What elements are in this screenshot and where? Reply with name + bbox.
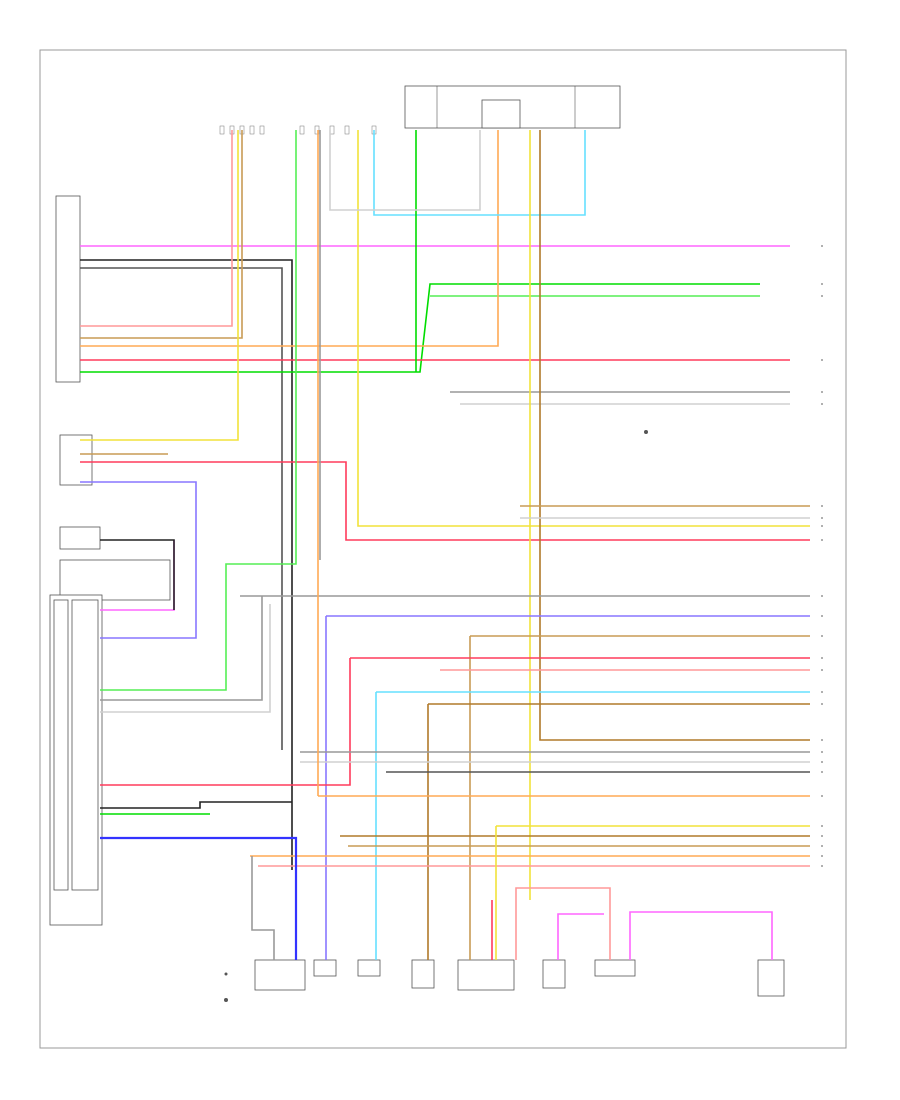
terminal-dot xyxy=(821,595,823,597)
terminal-dot xyxy=(821,359,823,361)
terminal-dot xyxy=(821,761,823,763)
bottom-seat-belt-pretensioner xyxy=(542,959,566,989)
wire-pink-bottom xyxy=(557,913,604,960)
terminal-dot xyxy=(821,825,823,827)
wire-white-harness xyxy=(100,604,271,713)
diagram-frame xyxy=(39,49,847,1049)
wire-green-long xyxy=(80,283,760,373)
wire-tan-1 xyxy=(80,130,243,339)
wire-dark-top xyxy=(80,267,283,750)
wires xyxy=(80,130,810,960)
terminal-dot xyxy=(821,391,823,393)
terminal-dot xyxy=(821,245,823,247)
wire-black-top xyxy=(80,259,293,870)
wire-black-harness xyxy=(100,801,292,809)
wire-brown-vert xyxy=(539,130,810,741)
seat-position-sensor xyxy=(59,526,101,550)
terminal-dot xyxy=(821,657,823,659)
wire-salmon-1 xyxy=(80,130,233,327)
wire-dark-harness xyxy=(100,539,175,610)
terminal-dot xyxy=(821,865,823,867)
terminal-dot xyxy=(821,539,823,541)
top-left-pins xyxy=(219,125,377,135)
wire-blue-harness xyxy=(100,836,298,960)
combination-meter xyxy=(55,195,81,383)
terminal-dot xyxy=(821,845,823,847)
terminal-dot xyxy=(821,691,823,693)
bottom-lh-front-sensor xyxy=(357,959,381,977)
terminal-ticks xyxy=(821,245,823,867)
terminal-dot xyxy=(821,283,823,285)
wire-salmon-bottom xyxy=(515,887,611,960)
bottom-curtain-sensor xyxy=(594,959,636,977)
wire-yellow-top xyxy=(357,130,810,527)
bottom-rh-side-sensor xyxy=(411,959,435,989)
terminal-dot xyxy=(821,525,823,527)
terminal-dot xyxy=(821,295,823,297)
airbag-sensor-assembly xyxy=(49,594,103,926)
terminal-dot xyxy=(821,739,823,741)
occupant-classification-ecu xyxy=(59,434,93,486)
terminal-dot xyxy=(821,855,823,857)
terminal-dot xyxy=(821,615,823,617)
wire-gray-v2 xyxy=(329,130,481,211)
terminal-dot xyxy=(821,403,823,405)
bottom-junction xyxy=(457,959,515,991)
left-indicator xyxy=(224,430,648,1002)
wire-red-occupant xyxy=(80,461,810,541)
steering-angle-sensor xyxy=(59,559,171,601)
terminal-dot xyxy=(821,835,823,837)
bottom-rh-front-sensor xyxy=(313,959,337,977)
terminal-dot xyxy=(821,505,823,507)
wire-green-harness xyxy=(100,130,297,691)
wire-light-blue-top xyxy=(373,130,586,216)
wire-orange-1 xyxy=(80,130,499,347)
terminal-dot xyxy=(821,751,823,753)
wire-pink-bottom-2 xyxy=(629,911,773,960)
terminal-dot xyxy=(821,771,823,773)
terminal-dot xyxy=(821,795,823,797)
bottom-right-module xyxy=(757,959,785,997)
top-left-connector xyxy=(219,125,377,135)
wire-violet-occupant xyxy=(80,481,197,639)
wire-red-vert xyxy=(100,658,351,786)
bottom-components xyxy=(254,959,785,997)
terminal-dot xyxy=(821,635,823,637)
terminal-dot xyxy=(821,517,823,519)
terminal-dot xyxy=(821,703,823,705)
wire-gray-harness xyxy=(100,596,263,701)
terminal-dot xyxy=(821,669,823,671)
wire-gray-bottom xyxy=(251,856,275,960)
wire-yellow-meter xyxy=(80,130,239,441)
top-right-connector xyxy=(404,85,621,129)
bottom-drivers-sensor xyxy=(254,959,306,991)
